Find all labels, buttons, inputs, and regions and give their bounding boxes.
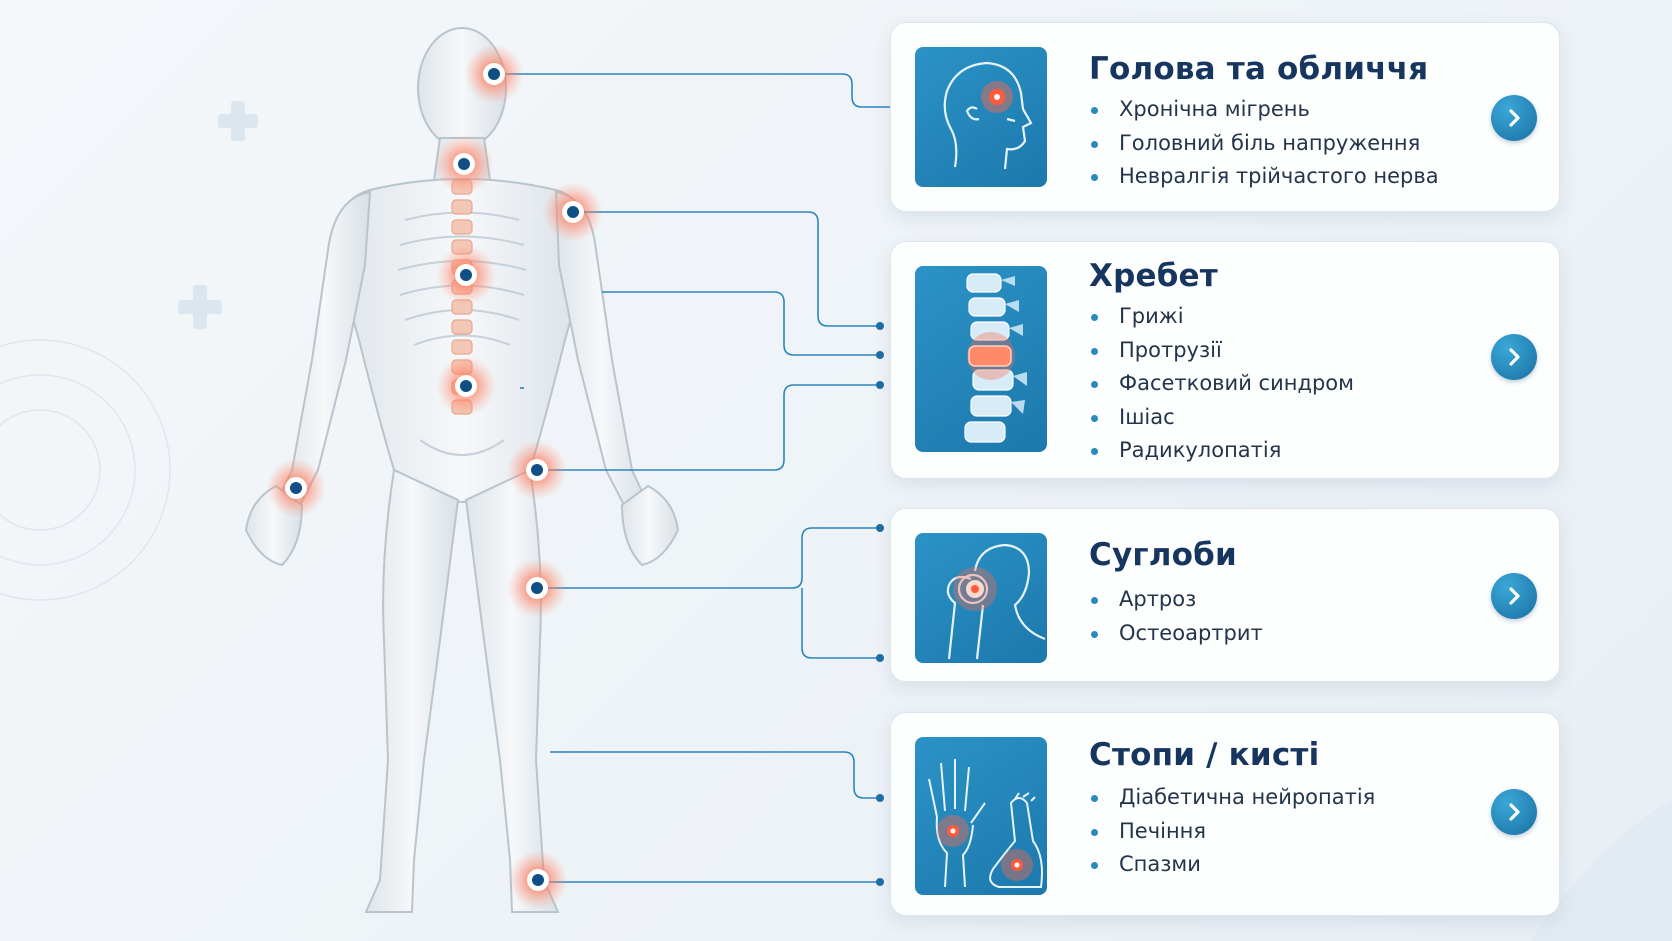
pain-marker-neck [434,134,494,194]
card-title: Хребет [1089,258,1218,294]
pain-marker-upper-spine [436,245,496,305]
pain-marker-hip [507,440,567,500]
list-item: Грижі [1089,300,1354,334]
hip-joint-icon [915,533,1047,663]
card-title: Суглоби [1089,537,1237,573]
chevron-right-icon [1509,109,1520,127]
chevron-right-icon [1509,587,1520,605]
list-item: Фасетковий синдром [1089,367,1354,401]
head-profile-icon [915,47,1047,187]
list-item: Радикулопатія [1089,434,1354,468]
card-feet-hands[interactable]: Стопи / кисті Діабетична нейропатія Печі… [890,712,1560,916]
condition-list: Хронічна мігрень Головний біль напруженн… [1089,93,1439,194]
chevron-right-icon [1509,803,1520,821]
pain-marker-knee [507,558,567,618]
open-head-button[interactable] [1491,95,1537,141]
human-figure [244,27,680,913]
list-item: Остеоартрит [1089,617,1263,651]
open-feet-hands-button[interactable] [1491,789,1537,835]
chevron-right-icon [1509,348,1520,366]
list-item: Невралгія трійчастого нерва [1089,160,1439,194]
pain-marker-lower-spine [436,356,496,416]
open-spine-button[interactable] [1491,334,1537,380]
list-item: Діабетична нейропатія [1089,781,1375,815]
card-joints[interactable]: Суглоби Артроз Остеоартрит [890,508,1560,682]
spine-icon [915,266,1047,452]
list-item: Ішіас [1089,401,1354,435]
card-spine[interactable]: Хребет Грижі Протрузії Фасетковий синдро… [890,241,1560,479]
condition-list: Артроз Остеоартрит [1089,583,1263,650]
list-item: Протрузії [1089,334,1354,368]
pain-marker-wrist [266,458,326,518]
connector-lines [494,73,890,883]
card-head[interactable]: Голова та обличчя Хронічна мігрень Голов… [890,22,1560,212]
pain-marker-head [464,44,524,104]
hand-foot-icon [915,737,1047,895]
list-item: Печіння [1089,815,1375,849]
list-item: Артроз [1089,583,1263,617]
pain-marker-shoulder [543,182,603,242]
list-item: Головний біль напруження [1089,127,1439,161]
connector-endpoints [876,322,884,886]
open-joints-button[interactable] [1491,573,1537,619]
list-item: Хронічна мігрень [1089,93,1439,127]
pain-marker-ankle [508,850,568,910]
condition-list: Грижі Протрузії Фасетковий синдром Ішіас… [1089,300,1354,468]
card-title: Голова та обличчя [1089,51,1429,87]
list-item: Спазми [1089,848,1375,882]
condition-list: Діабетична нейропатія Печіння Спазми [1089,781,1375,882]
card-title: Стопи / кисті [1089,737,1320,773]
